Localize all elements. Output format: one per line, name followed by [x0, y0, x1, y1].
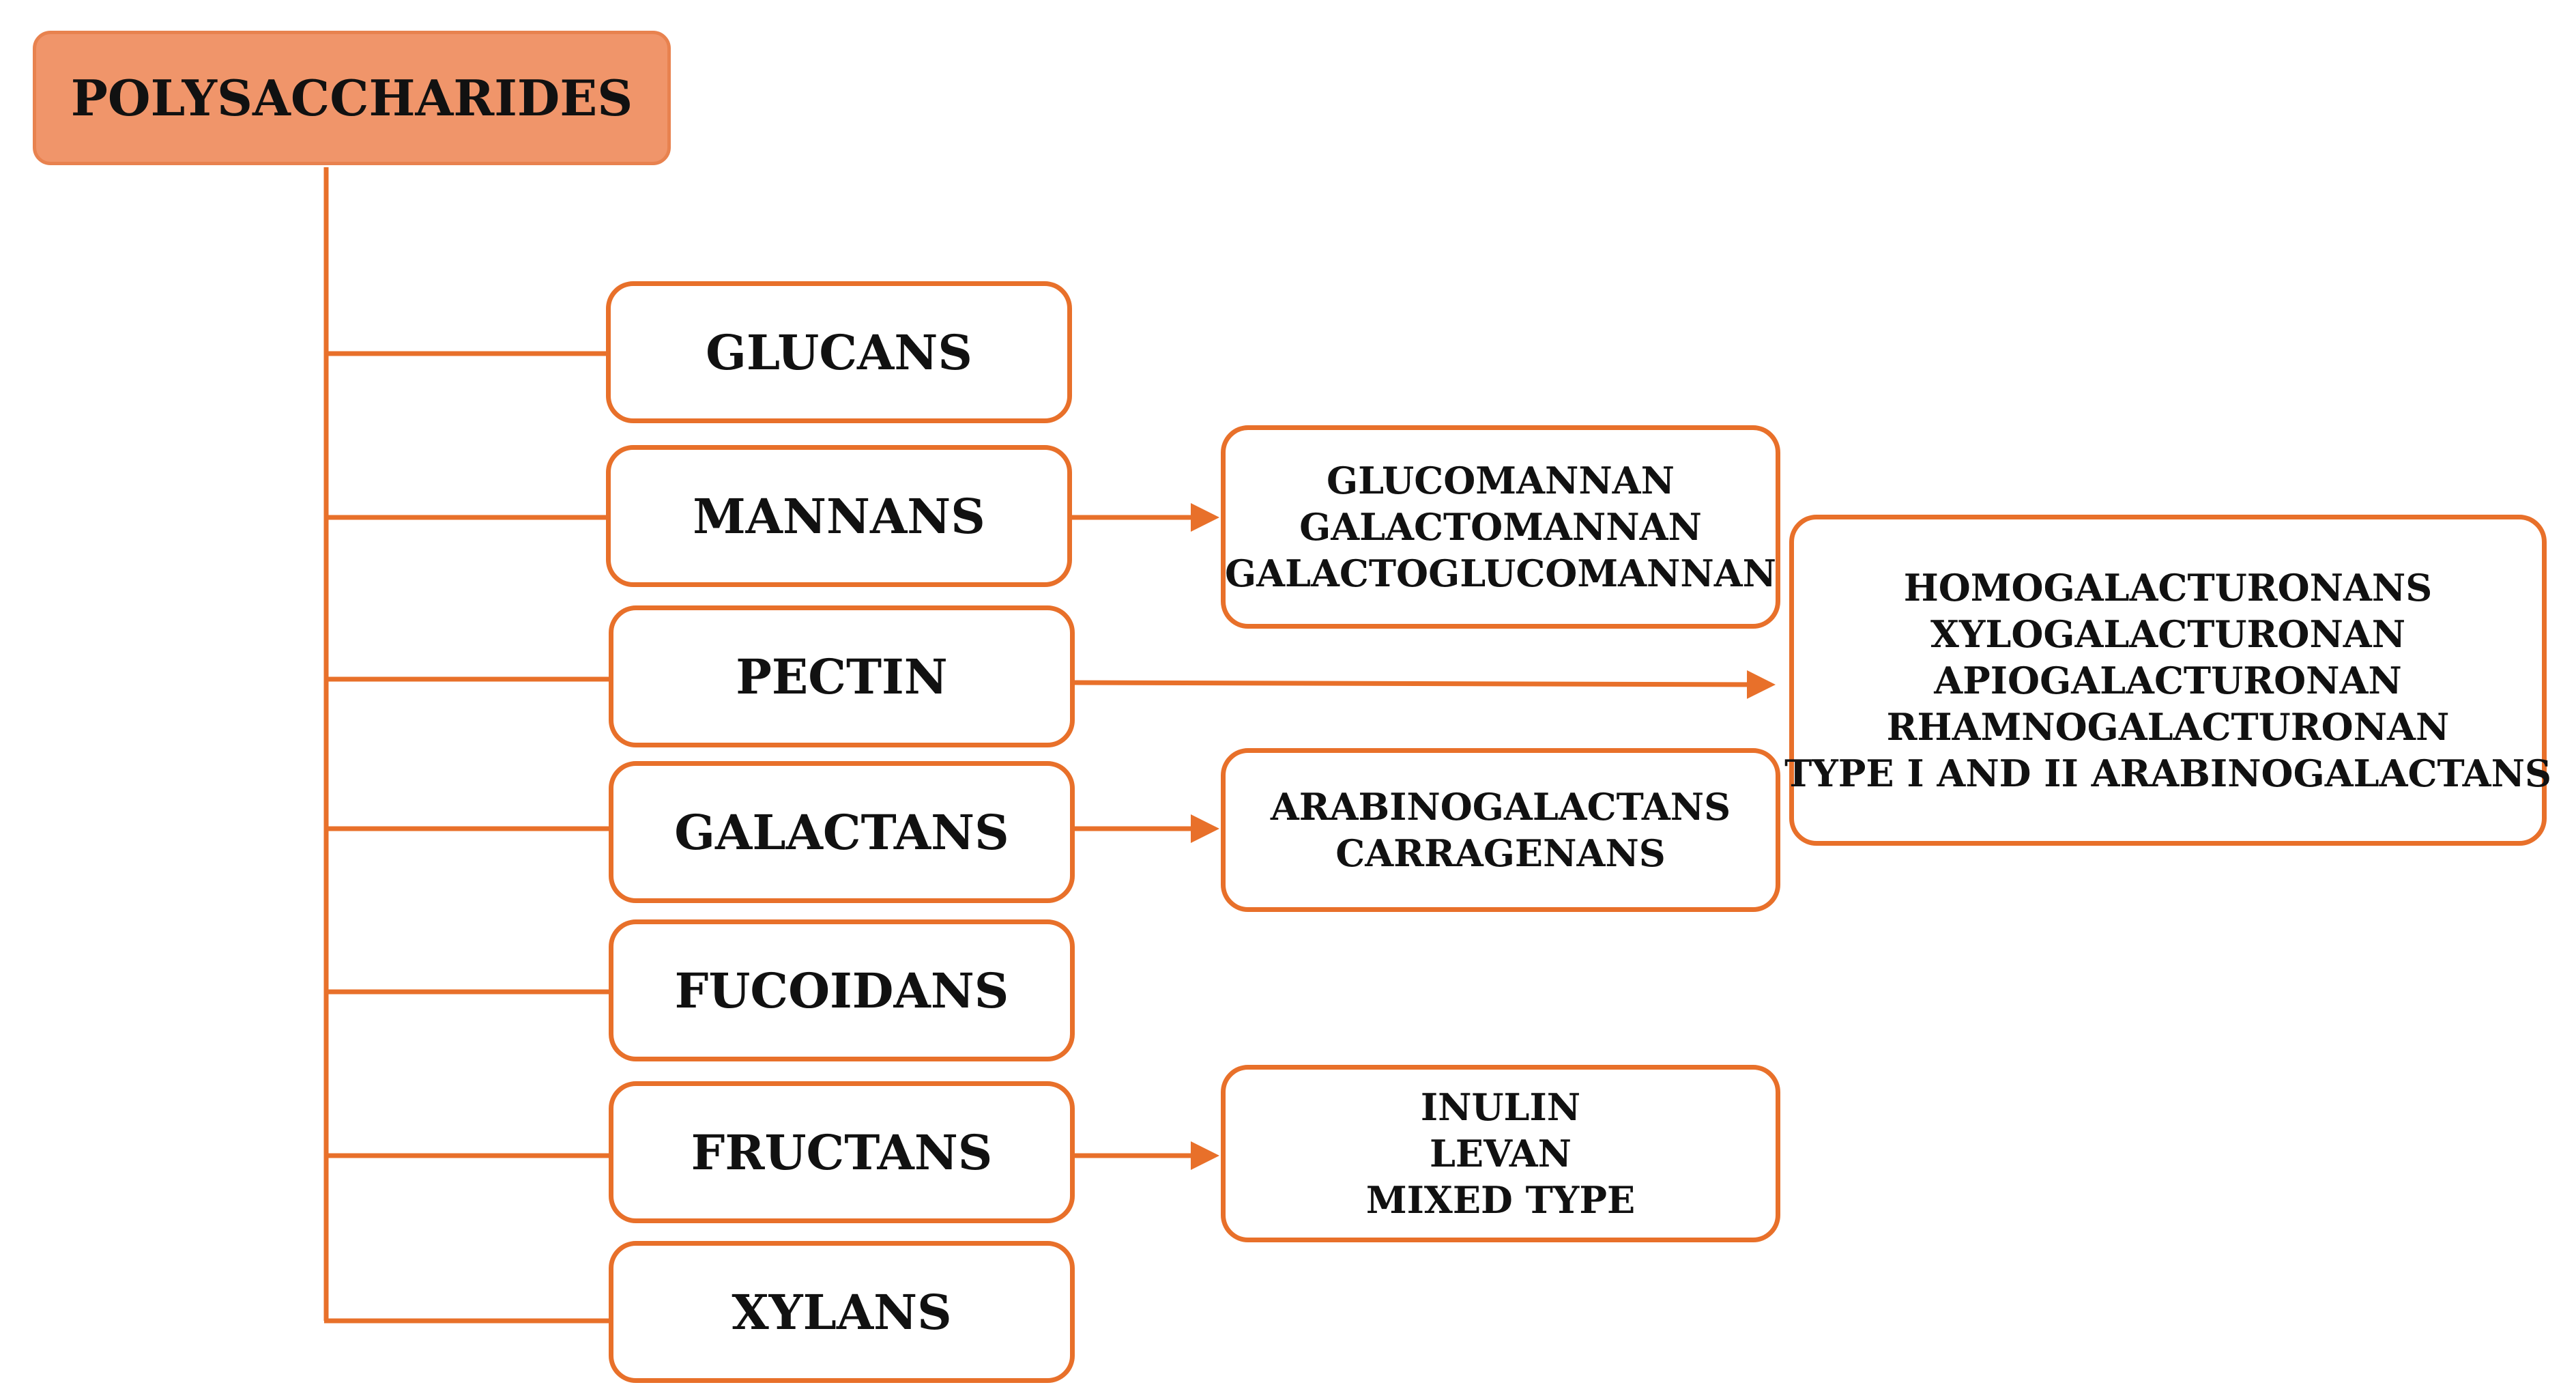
root-label: POLYSACCHARIDES [70, 69, 633, 127]
subtype-box-fructans: INULIN LEVAN MIXED TYPE [1221, 1065, 1780, 1242]
subtype-item: GALACTOMANNAN [1299, 505, 1702, 549]
subtype-box-galactans: ARABINOGALACTANS CARRAGENANS [1221, 748, 1780, 912]
category-box-xylans: XYLANS [609, 1241, 1075, 1383]
subtype-item: ARABINOGALACTANS [1270, 785, 1731, 829]
category-label: XYLANS [732, 1283, 952, 1341]
category-label: GLUCANS [706, 324, 972, 381]
subtype-item: GLUCOMANNAN [1327, 459, 1675, 502]
subtype-item: HOMOGALACTURONANS [1903, 565, 2433, 610]
subtype-item: INULIN [1420, 1085, 1581, 1129]
subtype-item: APIOGALACTURONAN [1934, 658, 2402, 702]
category-box-glucans: GLUCANS [606, 281, 1072, 423]
category-label: MANNANS [693, 487, 985, 545]
category-box-galactans: GALACTANS [609, 761, 1075, 903]
category-label: PECTIN [736, 648, 948, 705]
subtype-item: RHAMNOGALACTURONAN [1886, 704, 2450, 749]
subtype-box-pectin: HOMOGALACTURONANS XYLOGALACTURONAN APIOG… [1784, 515, 2551, 846]
subtype-item: GALACTOGLUCOMANNAN [1225, 552, 1776, 595]
category-box-fucoidans: FUCOIDANS [609, 919, 1075, 1061]
root-node-polysaccharides: POLYSACCHARIDES [33, 31, 671, 165]
category-box-pectin: PECTIN [609, 605, 1075, 747]
category-box-fructans: FRUCTANS [609, 1081, 1075, 1223]
category-label: FRUCTANS [691, 1124, 993, 1181]
subtype-item: XYLOGALACTURONAN [1930, 612, 2406, 656]
category-box-mannans: MANNANS [606, 445, 1072, 587]
category-label: GALACTANS [674, 803, 1009, 861]
subtype-box-mannans: GLUCOMANNAN GALACTOMANNAN GALACTOGLUCOMA… [1221, 425, 1780, 629]
arrow-pectin-subtypes [1074, 670, 1776, 699]
subtype-item: LEVAN [1429, 1132, 1572, 1175]
category-label: FUCOIDANS [674, 962, 1009, 1019]
subtype-item: TYPE I AND II ARABINOGALACTANS [1784, 751, 2551, 795]
subtype-item: MIXED TYPE [1365, 1178, 1636, 1222]
subtype-item: CARRAGENANS [1335, 831, 1666, 875]
